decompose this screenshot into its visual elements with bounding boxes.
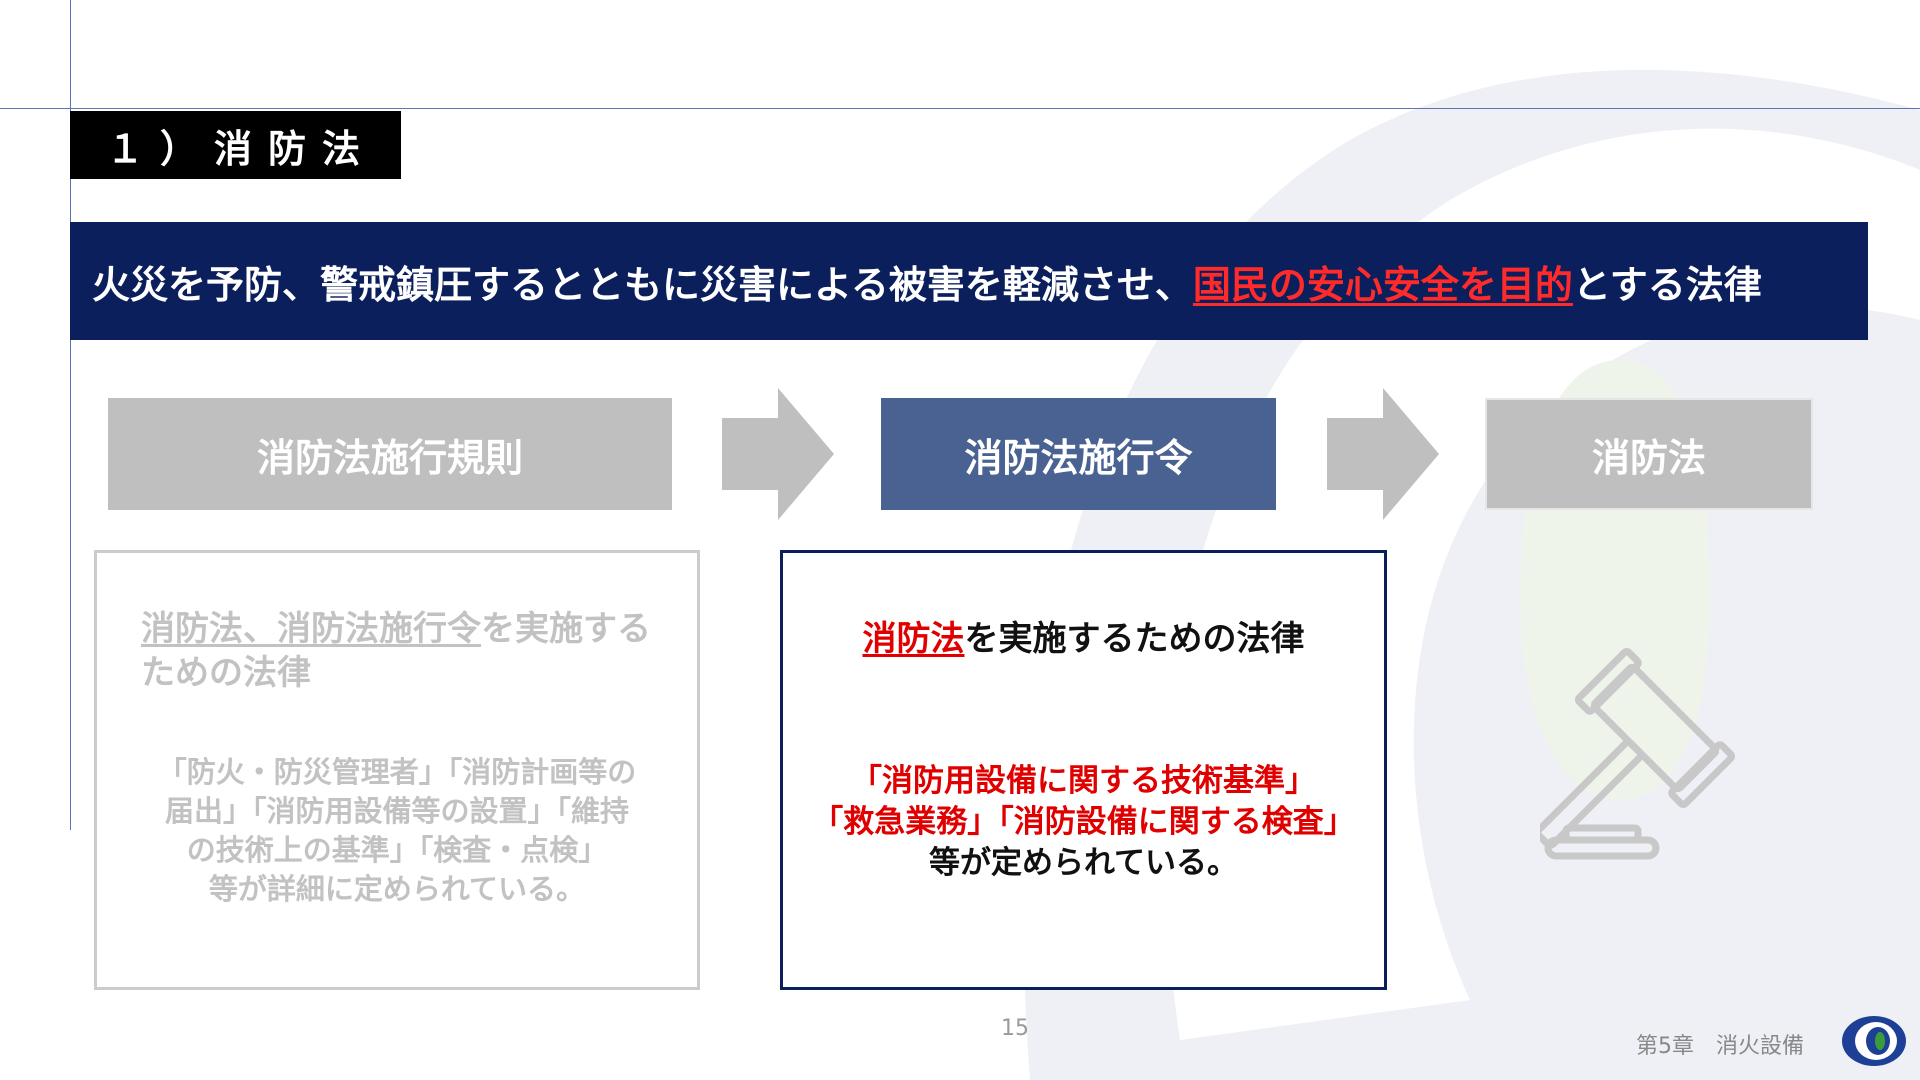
order-lead-red: 消防法 (862, 619, 965, 659)
purpose-suffix: とする法律 (1572, 262, 1762, 307)
logo-icon (1842, 1016, 1906, 1066)
rules-lead-underlined: 消防法、消防法施行令 (141, 609, 481, 649)
order-detail-black-line: 等が定められている。 (928, 845, 1239, 881)
order-description-box: 消防法を実施するための法律 「消防用設備に関する技術基準」 「救急業務」「消防設… (780, 550, 1387, 990)
purpose-banner: 火災を予防、警戒鎮圧するとともに災害による被害を軽減させ、国民の安心安全を目的と… (70, 222, 1868, 340)
page-number: 15 (1001, 1016, 1029, 1041)
step-enforcement-order: 消防法施行令 (881, 398, 1276, 510)
order-detail-text: 「消防用設備に関する技術基準」 「救急業務」「消防設備に関する検査」 等が定めら… (783, 761, 1384, 884)
section-title: １）消防法 (70, 111, 401, 179)
rules-detail-text: 「防火・防災管理者」「消防計画等の 届出」「消防用設備等の設置」「維持 の技術上… (107, 753, 687, 909)
step-enforcement-rules: 消防法施行規則 (108, 398, 672, 510)
step-fire-service-act: 消防法 (1485, 398, 1813, 510)
rules-detail-line: の技術上の基準」「検査・点検」 (186, 833, 608, 867)
order-detail-red-line: 「消防用設備に関する技術基準」 (851, 763, 1316, 799)
order-lead-rest: を実施するための法律 (964, 619, 1305, 659)
arrow-right-icon (1327, 388, 1439, 520)
rules-detail-line: 等が詳細に定められている。 (208, 872, 586, 906)
purpose-prefix: 火災を予防、警戒鎮圧するとともに災害による被害を軽減させ、 (92, 262, 1193, 307)
rules-description-box: 消防法、消防法施行令を実施するための法律 「防火・防災管理者」「消防計画等の 届… (94, 550, 700, 990)
guide-line-vertical (70, 0, 71, 830)
order-detail-red-line: 「救急業務」「消防設備に関する検査」 (812, 804, 1355, 840)
purpose-highlight: 国民の安心安全を目的 (1192, 262, 1573, 307)
guide-line-horizontal (0, 108, 1920, 109)
arrow-right-icon (722, 388, 834, 520)
rules-lead-rest: を実施するための法律 (141, 609, 651, 693)
gavel-icon (1540, 647, 1736, 860)
rules-lead-text: 消防法、消防法施行令を実施するための法律 (141, 607, 681, 695)
order-lead-text: 消防法を実施するための法律 (783, 611, 1384, 660)
rules-detail-line: 届出」「消防用設備等の設置」「維持 (164, 794, 629, 828)
footer-chapter: 第5章 消火設備 (1636, 1034, 1804, 1059)
rules-detail-line: 「防火・防災管理者」「消防計画等の (157, 755, 637, 789)
